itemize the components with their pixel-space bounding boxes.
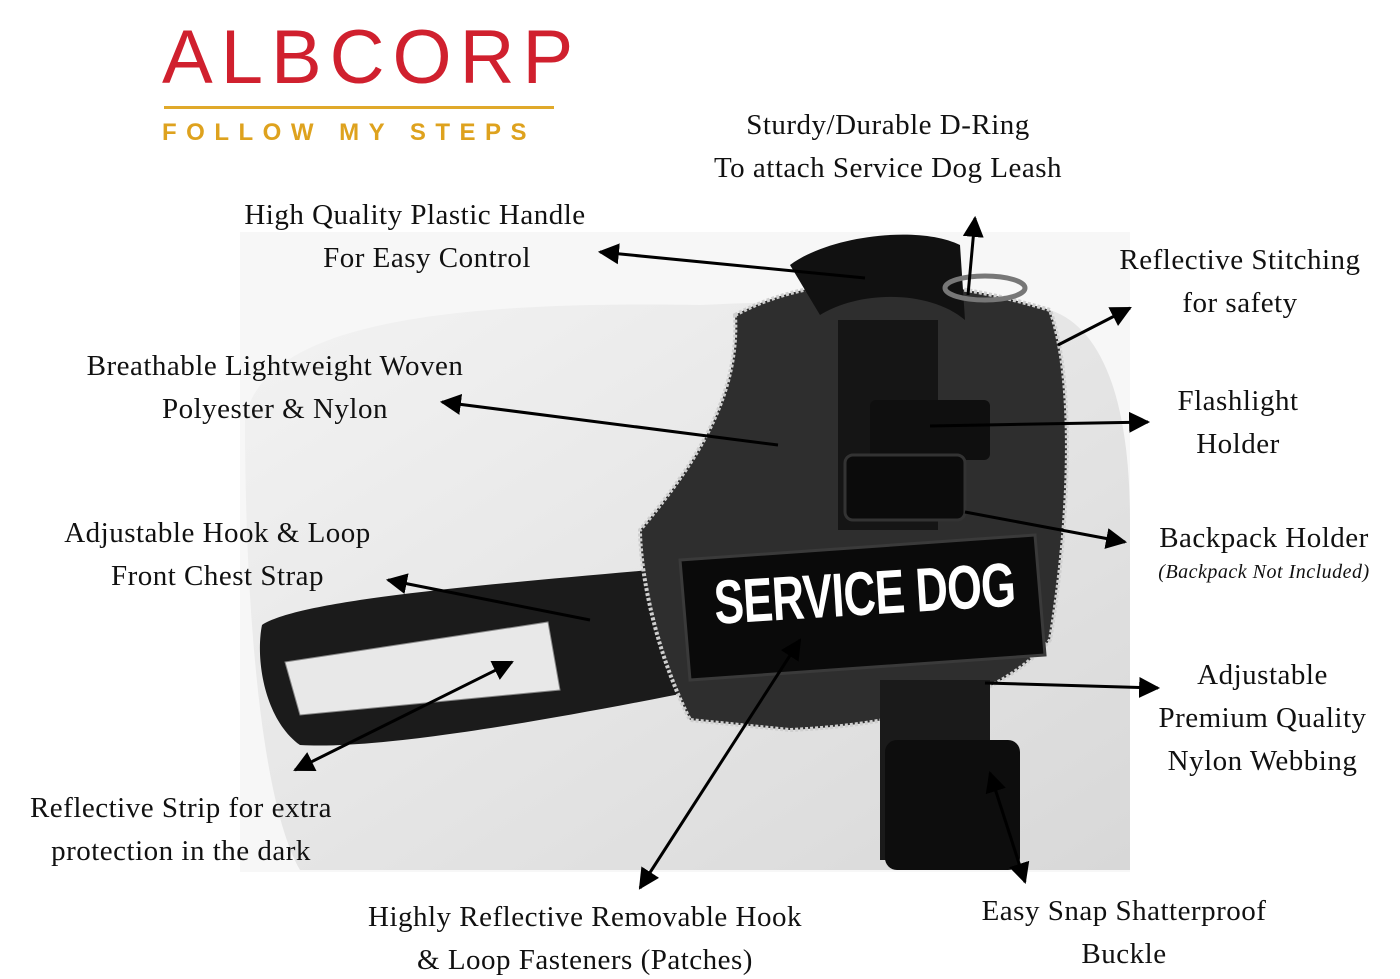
callout-chest-strap: Adjustable Hook & Loop Front Chest Strap <box>20 512 415 598</box>
callout-text: Breathable Lightweight Woven <box>86 350 464 382</box>
d-ring <box>942 273 1028 303</box>
backpack-loop <box>843 453 967 522</box>
callout-text: protection in the dark <box>51 835 311 867</box>
logo-tagline: FOLLOW MY STEPS <box>162 119 537 146</box>
arrow-stitching <box>1057 306 1132 347</box>
arrow-strip <box>293 660 514 772</box>
callout-text: To attach Service Dog Leash <box>713 152 1063 184</box>
callout-text: Nylon Webbing <box>1167 745 1358 777</box>
arrow-patches <box>638 638 802 890</box>
callout-flashlight: Flashlight Holder <box>1120 380 1356 466</box>
callout-text: For Easy Control <box>323 242 531 274</box>
callout-text: Polyester & Nylon <box>162 393 388 425</box>
logo-brand: ALBCORP <box>162 15 582 100</box>
callout-text: Front Chest Strap <box>110 560 325 592</box>
flashlight-loop <box>870 400 990 460</box>
callout-strip: Reflective Strip for extra protection in… <box>0 787 362 873</box>
handle <box>790 234 965 320</box>
callout-text: Holder <box>1196 428 1280 460</box>
callout-fabric: Breathable Lightweight Woven Polyester &… <box>30 345 520 431</box>
callout-backpack: Backpack Holder (Backpack Not Included) <box>1128 517 1400 584</box>
callout-arrows <box>293 215 1161 890</box>
callout-patches: Highly Reflective Removable Hook & Loop … <box>320 896 850 979</box>
callout-text: Highly Reflective Removable Hook <box>368 901 802 933</box>
callout-d-ring: Sturdy/Durable D-Ring To attach Service … <box>660 104 1116 190</box>
callout-text: Adjustable <box>1197 659 1328 691</box>
arrow-d-ring <box>962 215 984 296</box>
arrow-webbing <box>984 676 1161 698</box>
callout-text: Adjustable Hook & Loop <box>64 517 371 549</box>
arrow-handle <box>597 243 866 280</box>
callout-text: Easy Snap Shatterproof <box>981 895 1267 927</box>
arrow-flashlight <box>929 411 1151 433</box>
callout-buckle: Easy Snap Shatterproof Buckle <box>935 890 1313 976</box>
callout-webbing: Adjustable Premium Quality Nylon Webbing <box>1125 654 1400 783</box>
callout-text: Premium Quality <box>1158 702 1367 734</box>
callout-text: & Loop Fasteners (Patches) <box>417 944 753 976</box>
arrow-buckle <box>985 771 1030 884</box>
logo-divider <box>164 106 554 109</box>
callout-text: Buckle <box>1081 938 1167 970</box>
logo: ALBCORP FOLLOW MY STEPS <box>162 15 582 147</box>
callout-note: (Backpack Not Included) <box>1158 561 1370 583</box>
callout-text: for safety <box>1182 287 1298 319</box>
callout-handle: High Quality Plastic Handle For Easy Con… <box>190 194 640 280</box>
arrow-chest-strap <box>385 573 591 622</box>
callout-text: Flashlight <box>1177 385 1299 417</box>
callout-stitching: Reflective Stitching for safety <box>1090 239 1390 325</box>
callout-text: Reflective Strip for extra <box>29 792 333 824</box>
callout-text: High Quality Plastic Handle <box>244 199 586 231</box>
arrow-fabric <box>439 393 779 447</box>
arrow-backpack <box>964 510 1128 549</box>
callout-text: Sturdy/Durable D-Ring <box>746 109 1030 141</box>
callout-text: Backpack Holder <box>1159 522 1369 554</box>
callout-text: Reflective Stitching <box>1119 244 1361 276</box>
